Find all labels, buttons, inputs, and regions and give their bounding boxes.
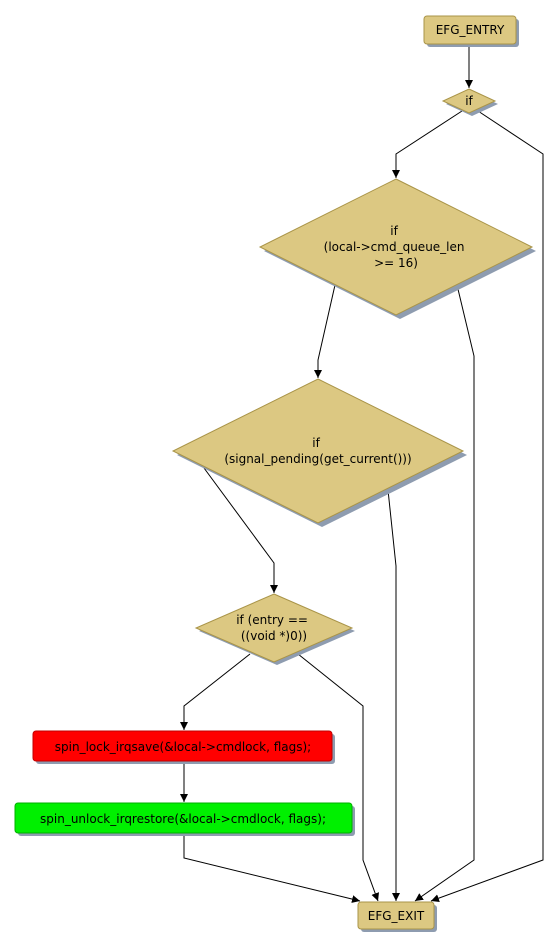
edges <box>180 44 544 903</box>
edge-if-queue-to-exit <box>414 284 475 902</box>
node-spin-lock: spin_lock_irqsave(&local->cmdlock, flags… <box>32 730 335 764</box>
node-if-top-label: if <box>465 94 473 108</box>
edge-if-entry-to-exit <box>297 653 380 902</box>
edge-if-signal-to-if-entry <box>203 467 278 593</box>
node-if-queue: if (local->cmd_queue_len >= 16) <box>258 178 536 319</box>
node-if-queue-label: if (local->cmd_queue_len >= 16) <box>324 224 469 270</box>
node-efg-exit: EFG_EXIT <box>357 901 437 932</box>
edge-spin-unlock-to-exit <box>183 834 361 903</box>
node-spin-unlock-label: spin_unlock_irqrestore(&local->cmdlock, … <box>40 812 326 826</box>
edge-if-queue-to-if-signal <box>314 284 336 378</box>
node-spin-lock-label: spin_lock_irqsave(&local->cmdlock, flags… <box>55 740 311 754</box>
node-efg-exit-label: EFG_EXIT <box>368 909 425 923</box>
edge-if-to-exit <box>430 110 544 903</box>
node-if-top: if <box>441 88 498 116</box>
edge-if-to-if-queue <box>392 110 463 178</box>
edge-if-entry-to-spin-lock <box>180 653 251 730</box>
node-if-entry: if (entry == ((void *)0)) <box>194 593 355 665</box>
node-if-signal: if (signal_pending(get_current())) <box>171 378 467 527</box>
node-spin-unlock: spin_unlock_irqrestore(&local->cmdlock, … <box>14 802 355 836</box>
node-if-entry-label: if (entry == ((void *)0)) <box>236 613 312 643</box>
node-if-signal-label: if (signal_pending(get_current())) <box>224 436 411 466</box>
node-efg-entry: EFG_ENTRY <box>423 15 519 47</box>
node-efg-entry-label: EFG_ENTRY <box>436 23 505 37</box>
edge-if-signal-to-exit <box>387 489 400 901</box>
